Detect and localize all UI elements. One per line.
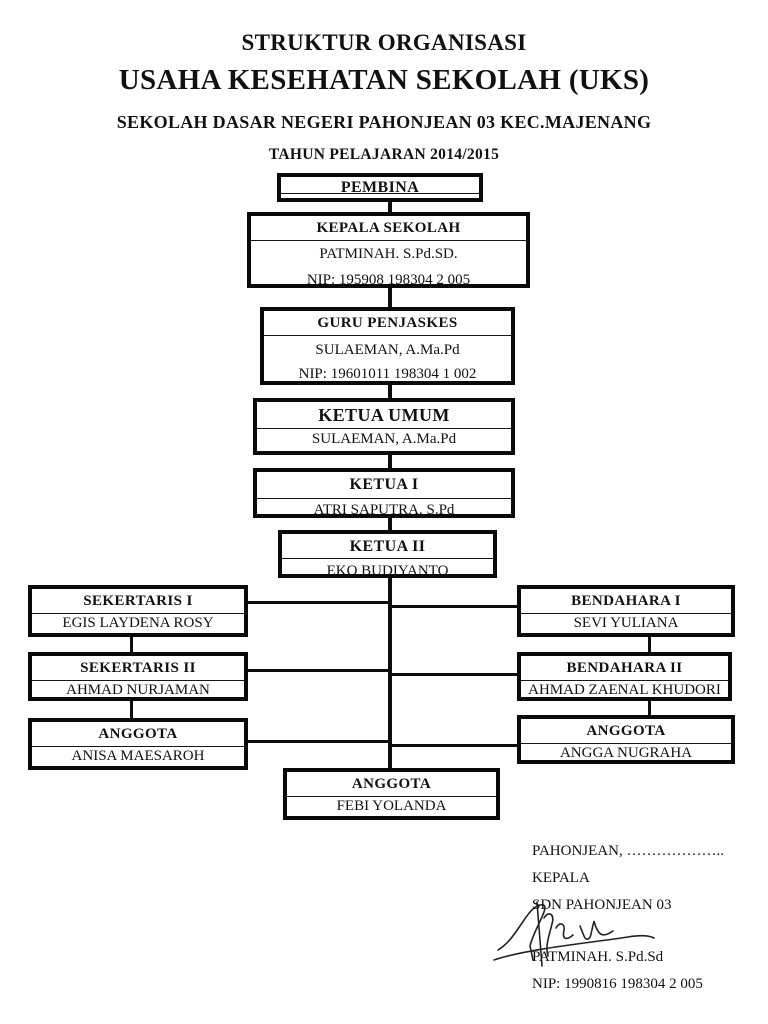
org-box-ketua-1: KETUA I ATRI SAPUTRA. S.Pd xyxy=(253,468,515,518)
org-box-guru-penjaskes: GURU PENJASKES SULAEMAN, A.Ma.Pd NIP: 19… xyxy=(260,307,515,385)
org-box-ketua-2: KETUA II EKO BUDIYANTO xyxy=(278,530,497,578)
org-box-bendahara-1: BENDAHARA I SEVI YULIANA xyxy=(517,585,735,637)
signature-place-date: PAHONJEAN, ……………….. xyxy=(532,843,724,859)
connector-ketuaumum-ketua1 xyxy=(388,453,392,469)
connector-ketua1-ketua2 xyxy=(388,516,392,531)
connector-row2-right xyxy=(392,673,518,676)
org-box-title: KETUA II xyxy=(282,534,493,559)
connector-right-col-2 xyxy=(648,701,651,716)
connector-row1-left xyxy=(246,601,388,604)
org-box-name: AHMAD ZAENAL KHUDORI xyxy=(528,682,721,698)
signature-nip: NIP: 1990816 198304 2 005 xyxy=(532,976,703,992)
signature-name: PATMINAH. S.Pd.Sd xyxy=(532,949,664,965)
page-title: STRUKTUR ORGANISASI xyxy=(241,30,527,55)
org-box-name: EGIS LAYDENA ROSY xyxy=(62,615,214,631)
org-box-sekertaris-2: SEKERTARIS II AHMAD NURJAMAN xyxy=(28,652,248,701)
org-box-anggota-right: ANGGOTA ANGGA NUGRAHA xyxy=(517,715,735,764)
signature-role-1: KEPALA xyxy=(532,870,590,886)
org-box-kepala-sekolah: KEPALA SEKOLAH PATMINAH. S.Pd.SD. NIP: 1… xyxy=(247,212,530,288)
connector-left-col-2 xyxy=(130,700,133,719)
school-year-line: TAHUN PELAJARAN 2014/2015 xyxy=(268,146,500,163)
org-box-name: PATMINAH. S.Pd.SD. xyxy=(319,246,458,262)
org-box-name: SEVI YULIANA xyxy=(573,615,679,631)
org-box-title: GURU PENJASKES xyxy=(264,311,511,336)
org-box-title: BENDAHARA I xyxy=(521,589,731,614)
org-box-title: PEMBINA xyxy=(281,177,479,194)
org-box-name: FEBI YOLANDA xyxy=(336,798,447,814)
org-box-sekertaris-1: SEKERTARIS I EGIS LAYDENA ROSY xyxy=(28,585,248,637)
org-box-title: ANGGOTA xyxy=(32,722,244,747)
signature-block: PAHONJEAN, ……………….. KEPALA SDN PAHONJEAN… xyxy=(532,838,758,998)
org-box-title: BENDAHARA II xyxy=(521,656,728,681)
org-box-anggota-center: ANGGOTA FEBI YOLANDA xyxy=(283,768,500,820)
connector-row2-left xyxy=(246,669,388,672)
connector-row1-right xyxy=(392,605,518,608)
org-box-title: KETUA UMUM xyxy=(257,402,511,429)
signature xyxy=(493,901,655,967)
org-box-title: ANGGOTA xyxy=(287,772,496,797)
connector-trunk xyxy=(388,576,392,770)
signature-role-2: SDN PAHONJEAN 03 xyxy=(532,897,672,913)
org-box-name: ANISA MAESAROH xyxy=(71,748,205,764)
org-box-title: ANGGOTA xyxy=(521,719,731,744)
org-box-name: ANGGA NUGRAHA xyxy=(559,745,693,761)
connector-row3-left xyxy=(246,740,388,743)
org-box-name: SULAEMAN, A.Ma.Pd xyxy=(315,342,460,358)
org-box-pembina: PEMBINA xyxy=(277,173,483,202)
connector-guru-ketuaumum xyxy=(388,383,392,399)
org-box-name: SULAEMAN, A.Ma.Pd xyxy=(311,431,457,447)
org-box-nip: NIP: 195908 198304 2 005 xyxy=(306,272,471,288)
org-box-title: SEKERTARIS II xyxy=(32,656,244,681)
connector-left-col-1 xyxy=(130,636,133,653)
connector-right-col-1 xyxy=(648,636,651,653)
org-box-anggota-left: ANGGOTA ANISA MAESAROH xyxy=(28,718,248,770)
org-box-title: SEKERTARIS I xyxy=(32,589,244,614)
org-box-title: KEPALA SEKOLAH xyxy=(251,216,526,241)
org-box-title: KETUA I xyxy=(257,472,511,499)
connector-kepala-guru xyxy=(388,286,392,308)
org-box-bendahara-2: BENDAHARA II AHMAD ZAENAL KHUDORI xyxy=(517,652,732,701)
org-box-ketua-umum: KETUA UMUM SULAEMAN, A.Ma.Pd xyxy=(253,398,515,455)
org-box-name: AHMAD NURJAMAN xyxy=(66,682,210,698)
page-subtitle: USAHA KESEHATAN SEKOLAH (UKS) xyxy=(118,64,650,96)
org-box-nip: NIP: 19601011 198304 1 002 xyxy=(298,366,477,382)
connector-row3-right xyxy=(392,744,518,747)
connector-pembina-kepala xyxy=(388,200,392,214)
school-name-line: SEKOLAH DASAR NEGERI PAHONJEAN 03 KEC.MA… xyxy=(116,112,652,132)
org-box-name: ATRI SAPUTRA. S.Pd xyxy=(313,502,455,518)
org-box-name: EKO BUDIYANTO xyxy=(326,563,449,578)
